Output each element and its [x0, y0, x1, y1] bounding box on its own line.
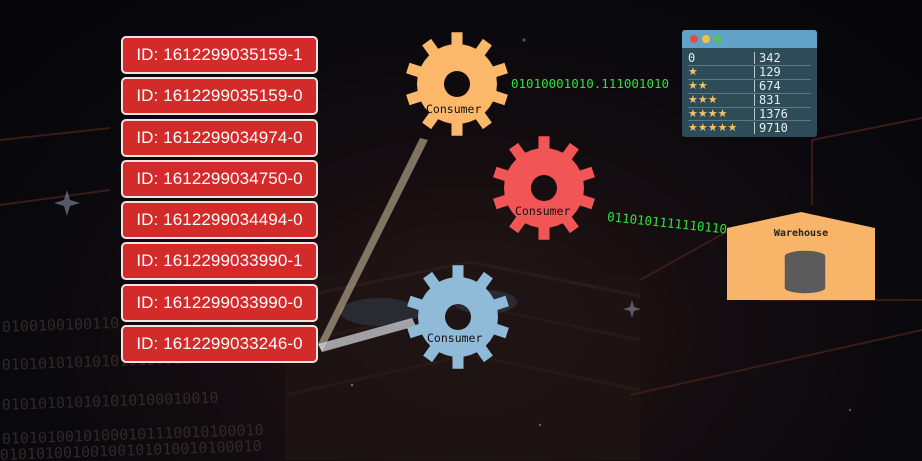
- background-frame-lines: [0, 117, 922, 396]
- rating-count: 1376: [754, 108, 788, 120]
- ratings-row: ★ 129: [688, 66, 811, 80]
- rating-stars: ★★★★★: [688, 120, 738, 134]
- bit-stream-top: 01010001010.111001010: [511, 76, 670, 91]
- ratings-row: 0 342: [688, 52, 811, 66]
- warehouse: Warehouse: [727, 212, 875, 300]
- message-id-item: ID: 1612299035159-1: [121, 36, 318, 74]
- message-id-item: ID: 1612299034750-0: [121, 159, 318, 198]
- gear-icon: [493, 136, 595, 240]
- rating-stars: ★★★★: [688, 107, 728, 120]
- ratings-row: ★★★★★ 9710: [688, 121, 811, 134]
- rating-count: 342: [754, 52, 781, 65]
- ratings-row: ★★★★ 1376: [688, 108, 811, 122]
- warehouse-icon: [727, 212, 875, 300]
- ratings-row: ★★ 674: [688, 80, 811, 94]
- message-id-item: ID: 1612299033990-1: [121, 242, 318, 281]
- database-icon: [783, 249, 827, 295]
- consumer-label: Consumer: [427, 331, 483, 345]
- bg-binary-3: 010101010101010100010010: [2, 388, 219, 414]
- rating-stars: 0: [688, 51, 696, 66]
- rating-count: 9710: [754, 121, 788, 134]
- consumer-gear-red: Consumer: [492, 136, 596, 240]
- ratings-row: ★★★ 831: [688, 94, 811, 108]
- rating-stars: ★★: [688, 79, 708, 93]
- maximize-dot-icon: [714, 35, 722, 43]
- rating-stars: ★★★: [688, 93, 718, 107]
- message-id-list: ID: 1612299035159-1 ID: 1612299035159-0 …: [121, 36, 318, 366]
- connection-beams: [318, 138, 428, 352]
- consumer-label: Consumer: [515, 204, 571, 218]
- message-id-item: ID: 1612299034974-0: [121, 118, 318, 157]
- rating-count: 831: [754, 94, 781, 107]
- gear-icon: [407, 265, 509, 369]
- close-dot-icon: [690, 35, 698, 43]
- window-title-bar: [682, 30, 817, 48]
- bg-binary-1: 0100100100110: [2, 314, 120, 336]
- ratings-table: 0 342 ★ 129 ★★ 674 ★★★ 831 ★★★★ 1376 ★★★★★ 971…: [682, 48, 817, 134]
- consumer-gear-orange: Consumer: [405, 32, 509, 136]
- warehouse-label: Warehouse: [773, 228, 829, 239]
- message-id-item: ID: 1612299033246-0: [121, 325, 318, 364]
- message-id-item: ID: 1612299034494-0: [121, 201, 318, 240]
- rating-stars: ★: [688, 65, 698, 79]
- rating-count: 129: [754, 66, 781, 79]
- gear-icon: [406, 32, 508, 136]
- message-id-item: ID: 1612299033990-0: [121, 283, 318, 322]
- rating-count: 674: [754, 80, 781, 93]
- ratings-window: 0 342 ★ 129 ★★ 674 ★★★ 831 ★★★★ 1376 ★★★★★ 971…: [682, 30, 817, 137]
- minimize-dot-icon: [702, 35, 710, 43]
- consumer-label: Consumer: [426, 102, 482, 116]
- message-id-item: ID: 1612299035159-0: [121, 77, 318, 116]
- consumer-gear-blue: Consumer: [406, 265, 510, 369]
- background-sparkles: [54, 38, 852, 427]
